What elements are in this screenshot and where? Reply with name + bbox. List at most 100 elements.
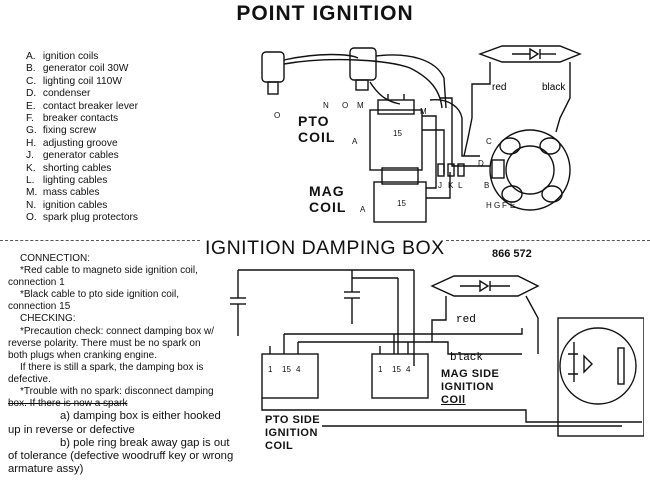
legend-text: breaker contacts xyxy=(42,113,119,125)
legend-item: G. fixing screw xyxy=(26,125,138,137)
spark-plug-protector-left xyxy=(261,51,285,83)
legend-item: F. breaker contacts xyxy=(26,113,138,125)
pto-side-label: PTO SIDE IGNITION COIL xyxy=(265,414,321,452)
svg-text:1: 1 xyxy=(268,365,273,374)
legend-text: spark plug protectors xyxy=(42,212,138,224)
damping-box xyxy=(430,275,540,297)
divider-left xyxy=(0,240,200,241)
svg-text:A: A xyxy=(352,137,358,146)
legend-item: B. generator coil 30W xyxy=(26,63,138,75)
section-title: IGNITION DAMPING BOX xyxy=(205,237,445,259)
trouble-line2: box. If there is now a spark xyxy=(8,398,128,410)
svg-text:D: D xyxy=(478,159,484,168)
svg-text:4: 4 xyxy=(296,365,301,374)
precaution-line3: both plugs when cranking engine. xyxy=(8,349,157,361)
svg-text:A: A xyxy=(360,205,366,214)
legend-key: M. xyxy=(26,187,38,199)
a-line1: a) damping box is either hooked xyxy=(60,410,221,423)
connection-red-line2: connection 1 xyxy=(8,277,65,289)
legend-key: C. xyxy=(26,75,37,87)
wire-label-red: red xyxy=(456,314,476,326)
condenser-d xyxy=(491,159,505,179)
legend-text: adjusting groove xyxy=(42,137,118,149)
legend-text: mass cables xyxy=(42,187,100,199)
connection-black-line2: connection 15 xyxy=(8,301,71,313)
svg-text:15: 15 xyxy=(397,199,406,208)
spark-plug-protector-right xyxy=(349,47,377,81)
spark-plug-protector-right-boot xyxy=(355,79,369,91)
trouble-line1: *Trouble with no spark: disconnect dampi… xyxy=(20,386,214,398)
mag-side-label: MAG SIDE IGNITION COIl xyxy=(441,368,500,406)
svg-text:O: O xyxy=(274,111,280,120)
svg-text:F: F xyxy=(502,201,507,210)
legend-text: lighting cables xyxy=(42,175,108,187)
wire-label-red: red xyxy=(492,82,506,93)
connection-black-line1: *Black cable to pto side ignition coil, xyxy=(20,289,179,301)
legend-item: K. shorting cables xyxy=(26,163,138,175)
legend-key: K. xyxy=(26,162,36,174)
svg-text:M: M xyxy=(357,101,364,110)
pto-coil-body xyxy=(369,109,423,171)
connection-heading: CONNECTION: xyxy=(20,253,90,264)
legend-text: ignition cables xyxy=(42,199,108,211)
svg-text:M: M xyxy=(420,107,427,116)
still-line2: defective. xyxy=(8,373,51,385)
precaution-line1: *Precaution check: connect damping box w… xyxy=(20,325,214,337)
connection-red-line1: *Red cable to magneto side ignition coil… xyxy=(20,265,198,277)
svg-text:15: 15 xyxy=(393,129,402,138)
b-line2: of tolerance (defective woodruff key or … xyxy=(8,450,234,463)
svg-text:N: N xyxy=(323,101,329,110)
still-line1: If there is still a spark, the damping b… xyxy=(20,361,204,373)
part-number: 866 572 xyxy=(492,248,532,260)
legend-key: L. xyxy=(26,175,35,187)
magneto-circle xyxy=(559,327,637,405)
legend-text: shorting cables xyxy=(42,162,112,174)
mag-coil-box xyxy=(371,353,429,399)
svg-text:1: 1 xyxy=(378,365,383,374)
svg-text:15: 15 xyxy=(282,365,291,374)
diagram-letters: O N O M A A 15 15 C D J K L B H G F E M xyxy=(274,101,515,214)
legend-key: B. xyxy=(26,63,36,75)
legend-item: N. ignition cables xyxy=(26,200,138,212)
legend-item: H. adjusting groove xyxy=(26,138,138,150)
wire-label-black: black xyxy=(542,82,566,93)
legend-key: O. xyxy=(26,212,37,224)
page-title: POINT IGNITION xyxy=(236,2,414,25)
legend-item: E. contact breaker lever xyxy=(26,101,138,113)
checking-heading: CHECKING: xyxy=(20,313,76,325)
wire-label-black: black xyxy=(450,352,483,364)
svg-text:C: C xyxy=(486,137,492,146)
svg-text:K: K xyxy=(448,181,454,190)
b-line1: b) pole ring break away gap is out xyxy=(60,436,230,449)
legend-text: contact breaker lever xyxy=(42,100,138,112)
divider-right xyxy=(446,240,650,241)
generator-coil-b xyxy=(501,185,523,203)
b-line3: armature assy) xyxy=(8,463,84,476)
legend-text: lighting coil 110W xyxy=(42,75,122,87)
legend-key: A. xyxy=(26,51,36,62)
svg-text:G: G xyxy=(494,201,500,210)
legend-text: condenser xyxy=(42,88,91,100)
legend-item: A. ignition coils xyxy=(26,51,138,63)
stator-plate xyxy=(489,129,571,211)
magneto-frame xyxy=(557,317,644,437)
svg-text:L: L xyxy=(458,181,463,190)
pto-coil-box xyxy=(261,353,319,399)
spark-plug-protector-left-boot xyxy=(267,81,279,95)
a-line2: up in reverse or defective xyxy=(8,423,135,436)
lighting-coil-c xyxy=(499,137,521,155)
svg-text:E: E xyxy=(510,201,515,210)
svg-text:J: J xyxy=(438,181,442,190)
precaution-line2: reverse polarity. There must be no spark… xyxy=(8,337,201,349)
damping-box-top xyxy=(477,45,582,63)
svg-text:O: O xyxy=(342,101,348,110)
legend-item: J. generator cables xyxy=(26,150,138,162)
damping-box-diagram: red black 1 15 4 1 15 4 xyxy=(230,269,644,437)
legend-text: fixing screw xyxy=(42,125,97,137)
legend-item: O. spark plug protectors xyxy=(26,212,138,224)
legend-key: F. xyxy=(26,113,34,125)
terminal-labels: 1 15 4 1 15 4 xyxy=(268,365,411,374)
